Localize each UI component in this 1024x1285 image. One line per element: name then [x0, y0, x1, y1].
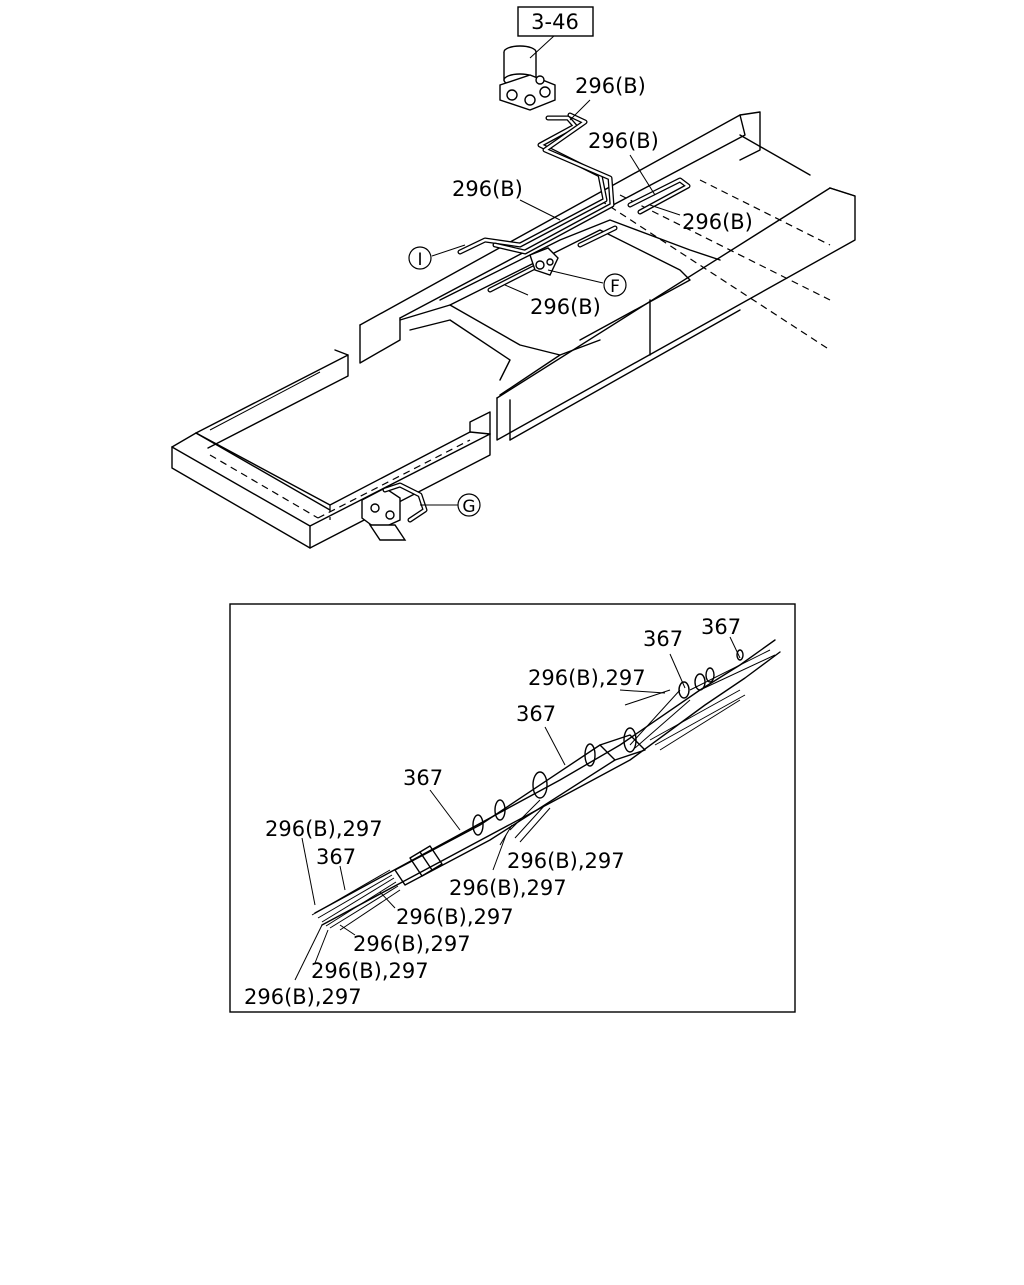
- callout-f-letter: F: [610, 277, 620, 297]
- upper-labels: 296(B) 296(B) 296(B) 296(B) 296(B): [452, 74, 753, 319]
- callout-i-letter: I: [417, 250, 422, 270]
- callout-i[interactable]: I: [408, 246, 432, 270]
- inset-label-i: 296(B),297: [449, 876, 567, 900]
- callout-f-circle: [603, 273, 627, 297]
- inset-panel: 367 367 296(B),297 367 367 296(B),297 36…: [229, 603, 796, 1013]
- frame-left-rail: [195, 354, 349, 449]
- inset-label-h: 296(B),297: [507, 849, 625, 873]
- inset-label-c: 296(B),297: [528, 666, 646, 690]
- inset-label-b: 367: [643, 627, 683, 651]
- label-296b-4: 296(B): [682, 210, 753, 234]
- callout-i-circle: [408, 246, 432, 270]
- label-296b-3: 296(B): [452, 177, 523, 201]
- label-296b-5: 296(B): [530, 295, 601, 319]
- reference-box-frame: [517, 6, 594, 37]
- inset-label-g: 367: [316, 845, 356, 869]
- label-296b-2: 296(B): [588, 129, 659, 153]
- inset-label-j: 296(B),297: [396, 905, 514, 929]
- callout-g-letter: G: [462, 497, 475, 517]
- frame-drawing: [171, 111, 856, 549]
- callout-f[interactable]: F: [603, 273, 627, 297]
- callout-g-circle: [457, 493, 481, 517]
- upper-leader-lines: [420, 34, 681, 506]
- inset-border: [229, 603, 796, 1013]
- frame-front-crossmember: [171, 433, 491, 549]
- callout-g[interactable]: G: [457, 493, 481, 517]
- inset-label-m: 296(B),297: [244, 985, 362, 1009]
- inset-label-a: 367: [701, 615, 741, 639]
- inset-label-e: 367: [403, 766, 443, 790]
- reference-box-label: 3-46: [531, 10, 579, 34]
- brake-pipes: [361, 112, 691, 541]
- reference-box[interactable]: 3-46: [517, 6, 594, 37]
- inset-label-d: 367: [516, 702, 556, 726]
- harness-bundle: [311, 639, 781, 931]
- inset-label-l: 296(B),297: [311, 959, 429, 983]
- inset-leader-lines: [294, 636, 741, 981]
- inset-labels: 367 367 296(B),297 367 367 296(B),297 36…: [244, 615, 741, 1009]
- inset-label-k: 296(B),297: [353, 932, 471, 956]
- label-296b-1: 296(B): [575, 74, 646, 98]
- air-dryer-assembly: [499, 45, 556, 111]
- frame-middle-crossmember: [399, 304, 561, 396]
- inset-label-f: 296(B),297: [265, 817, 383, 841]
